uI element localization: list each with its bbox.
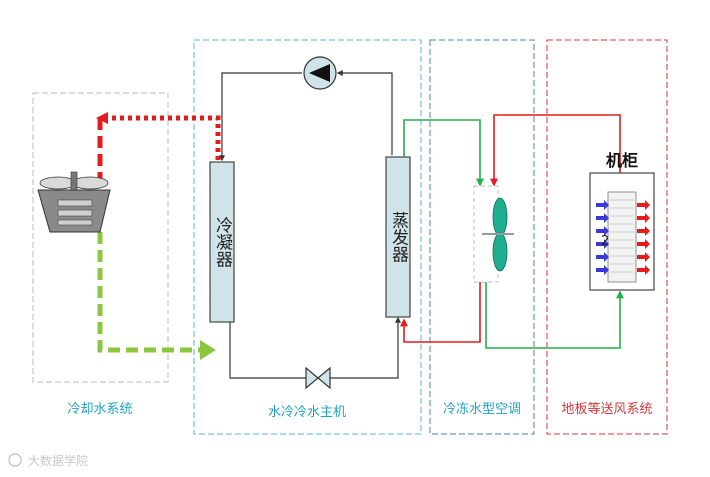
ahu-label: 冷冻水型空调	[443, 401, 521, 417]
ahu-region	[429, 39, 535, 435]
cooling-water-hot-line	[96, 112, 221, 180]
watermark-text: 大数据学院	[28, 453, 88, 468]
floor-supply-region	[546, 39, 668, 435]
chiller-label: 水冷冷水主机	[268, 405, 346, 420]
cooling-water-region	[32, 92, 169, 383]
watermark: 大数据学院	[8, 453, 88, 468]
expansion-valve-icon	[305, 366, 331, 390]
rack-slots	[610, 199, 634, 273]
server-rack-icon: 2	[589, 172, 655, 291]
condenser: 冷凝器	[209, 161, 235, 323]
fan-icon	[482, 197, 514, 272]
evaporator: 蒸发器	[385, 156, 411, 318]
cabinet-title: 机柜	[606, 151, 638, 170]
cabinet-number: 2	[601, 234, 609, 249]
chilled-water-return-line	[400, 114, 621, 343]
refrigerant-loop	[219, 70, 401, 379]
floor-supply-label: 地板等送风系统	[561, 401, 652, 417]
pump-icon	[303, 56, 337, 90]
chilled-water-supply-line	[403, 119, 624, 349]
cooling-water-label: 冷却水系统	[67, 402, 132, 417]
cooling-water-cool-line	[97, 232, 216, 360]
evaporator-label: 蒸发器	[388, 211, 409, 262]
chiller-region	[193, 39, 422, 435]
cool-air-arrows	[596, 200, 609, 275]
cooling-tower-icon	[37, 171, 111, 233]
condenser-label: 冷凝器	[212, 216, 233, 267]
hot-air-arrows	[637, 200, 650, 275]
